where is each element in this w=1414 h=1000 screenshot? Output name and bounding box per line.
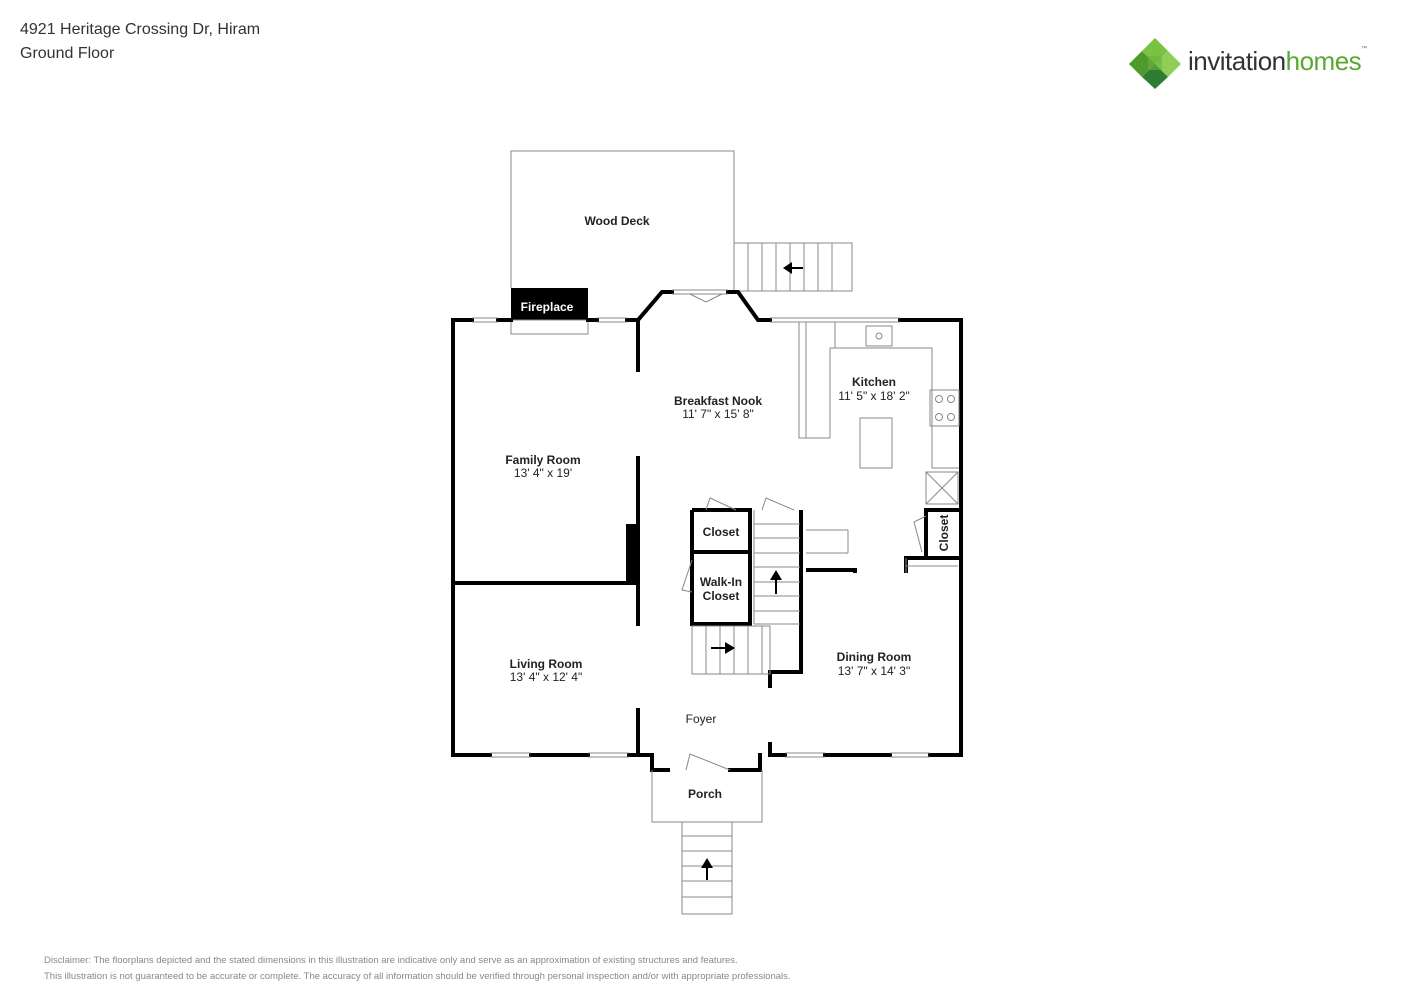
label-walk-in-line1: Walk-In <box>700 575 742 589</box>
arrow-up-icon <box>770 570 782 594</box>
floor-label: Ground Floor <box>20 45 115 62</box>
door-swings <box>681 293 927 771</box>
exterior-walls <box>451 290 963 772</box>
label-foyer: Foyer <box>686 712 717 726</box>
label-kitchen: Kitchen <box>852 375 896 389</box>
dims-kitchen: 11' 5" x 18' 2" <box>838 389 910 403</box>
label-walk-in-line2: Closet <box>703 589 740 603</box>
interior-stairs <box>691 510 849 675</box>
arrow-right-icon <box>711 642 735 654</box>
company-logo: invitationhomes™ <box>1128 36 1388 90</box>
fireplace <box>510 288 589 335</box>
label-breakfast-nook: Breakfast Nook <box>674 394 762 408</box>
label-closet: Closet <box>703 525 740 539</box>
arrow-up-porch-icon <box>701 858 713 880</box>
label-living-room: Living Room <box>510 657 583 671</box>
property-address: 4921 Heritage Crossing Dr, Hiram <box>20 21 261 38</box>
label-side-closet: Closet <box>937 515 951 552</box>
windows <box>472 289 930 758</box>
logo-wordmark: invitationhomes™ <box>1188 46 1367 76</box>
arrow-left-icon <box>783 262 803 274</box>
dims-living-room: 13' 4" x 12' 4" <box>510 670 582 684</box>
dims-breakfast-nook: 11' 7" x 15' 8" <box>682 407 754 421</box>
label-dining-room: Dining Room <box>837 650 912 664</box>
disclaimer-line-2: This illustration is not guaranteed to b… <box>44 971 791 982</box>
diamond-cluster-logo-icon <box>1129 38 1181 89</box>
kitchen-fixtures <box>798 322 960 573</box>
label-porch: Porch <box>688 787 722 801</box>
porch <box>651 770 763 915</box>
label-fireplace: Fireplace <box>521 300 574 314</box>
disclaimer-line-1: Disclaimer: The floorplans depicted and … <box>44 955 738 966</box>
label-wood-deck: Wood Deck <box>584 214 649 228</box>
wood-deck <box>510 150 735 292</box>
chimney-wall <box>626 524 640 582</box>
label-family-room: Family Room <box>505 453 580 467</box>
dims-family-room: 13' 4" x 19' <box>514 466 572 480</box>
dims-dining-room: 13' 7" x 14' 3" <box>838 664 910 678</box>
